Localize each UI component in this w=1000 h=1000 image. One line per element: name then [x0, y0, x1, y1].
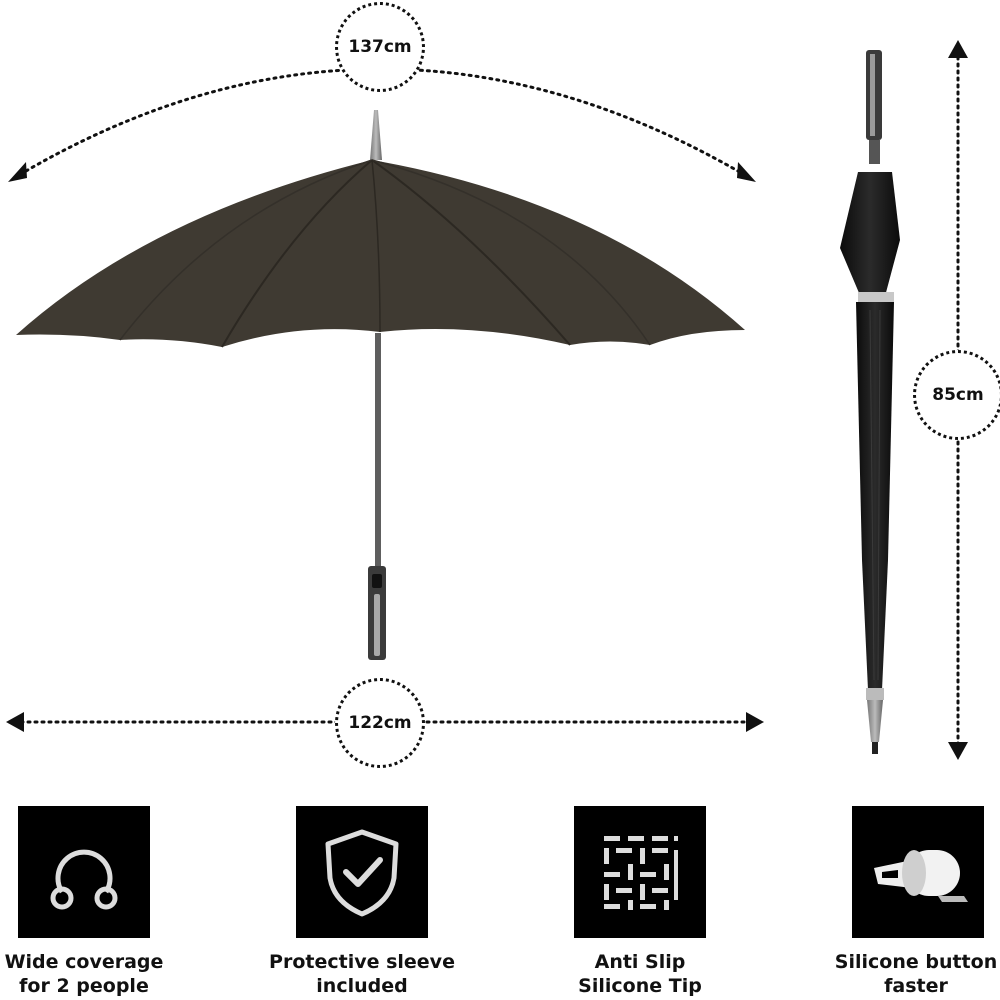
feature-tile-button	[852, 806, 984, 938]
feature-label-tip: Anti Slip Silicone Tip	[578, 951, 702, 997]
feature-tile-sleeve	[296, 806, 428, 938]
umbrella-canopy	[16, 160, 745, 347]
weave-grid-icon	[604, 836, 678, 910]
button-roll-icon	[874, 850, 968, 902]
feature-label-sleeve: Protective sleeve included	[269, 951, 455, 997]
shield-check-icon	[325, 829, 399, 917]
span-dimension-label: 122cm	[335, 678, 425, 768]
arrow-right-icon	[746, 712, 764, 732]
feature-label-button: Silicone button faster	[834, 951, 998, 997]
arrow-up-icon	[948, 40, 968, 58]
feature-tile-tip	[574, 806, 706, 938]
open-umbrella	[16, 110, 745, 660]
arrow-left-icon	[6, 712, 24, 732]
coverage-icon	[50, 849, 118, 910]
arrow-left-icon	[8, 162, 27, 182]
feature-label-coverage: Wide coverage for 2 people	[4, 951, 164, 997]
arrow-down-icon	[948, 742, 968, 760]
arc-dimension-label: 137cm	[335, 2, 425, 92]
arrow-right-icon	[737, 162, 756, 182]
closed-umbrella	[840, 50, 900, 754]
height-dimension-label: 85cm	[913, 350, 1000, 440]
feature-tile-coverage	[18, 806, 150, 938]
